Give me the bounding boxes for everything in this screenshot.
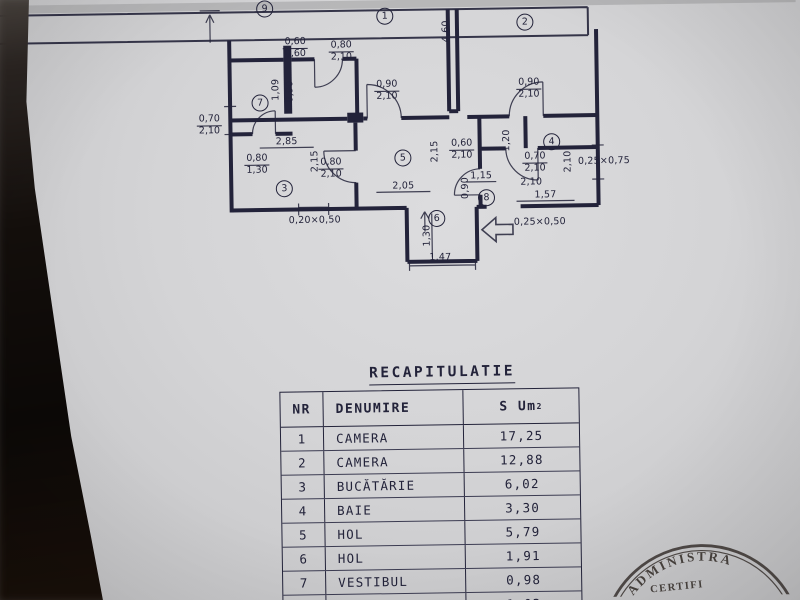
dimension-label: 0,25×0,50 [513, 216, 566, 228]
dimension-label: 1,57 [534, 189, 557, 201]
dimension-label: 1,09 [270, 78, 282, 101]
dimension-label: 2,10 [562, 150, 574, 173]
room-number-8: 8 [477, 189, 496, 207]
dimension-label: 1,15 [470, 170, 493, 182]
svg-text:UL ADMINISTRA: UL ADMINISTRA [609, 548, 736, 600]
table-cell: VESTIBUL [326, 593, 467, 600]
dimension-label: 1,47 [429, 251, 452, 264]
table-cell: HOL [325, 521, 466, 547]
table-cell: 1,03 [466, 591, 581, 600]
table-title: RECAPITULATIE [368, 363, 516, 386]
dimension-label: 0,90 [284, 80, 296, 103]
table-cell: 6 [282, 547, 326, 571]
dimension-label: 2,85 [275, 136, 298, 148]
table-cell: 0,98 [506, 571, 542, 588]
room-number-5: 5 [394, 149, 412, 167]
table-cell: VESTIBUL [326, 569, 467, 595]
table-cell: 7 [283, 571, 327, 595]
dimension-label: 1,30 [421, 224, 433, 247]
table-cell: CAMERA [324, 449, 465, 475]
dimension-label: 0,90 [459, 176, 472, 200]
room-number-9: 9 [256, 0, 274, 18]
dimension-label: 4,60 [440, 20, 452, 43]
table-cell: 8 [283, 595, 327, 600]
table-cell: 3,30 [505, 499, 541, 516]
header-area-sup: 2 [536, 401, 543, 411]
table-cell: 4 [281, 499, 326, 523]
room-number-4: 4 [543, 133, 561, 151]
dimension-label: 2,15 [429, 140, 441, 163]
dimension-label: 2,05 [392, 180, 415, 192]
room-number-2: 2 [516, 13, 534, 31]
dimension-label: 1,20 [500, 129, 513, 152]
table-cell: 17,25 [499, 427, 544, 444]
table-cell: 3 [281, 475, 325, 499]
table-cell: HOL [325, 545, 466, 571]
header-nr: NR [280, 392, 324, 427]
stamp-arc-text: UL ADMINISTRA [609, 548, 736, 600]
dimension-label: 0,20×0,50 [288, 214, 341, 227]
room-number-3: 3 [275, 180, 293, 198]
table-cell: 1 [280, 427, 325, 451]
header-name: DENUMIRE [323, 390, 464, 427]
table-cell: 12,88 [499, 451, 544, 468]
stamp-line-text: CERTIFI [650, 579, 705, 595]
table-cell: 5,79 [505, 523, 541, 540]
table-cell: CAMERA [323, 425, 465, 451]
table-cell: BAIE [324, 497, 466, 523]
room-number-7: 7 [251, 94, 269, 112]
table-cell: 6,02 [504, 475, 540, 492]
table-cell: BUCĂTĂRIE [324, 473, 465, 499]
table-cell: 5 [282, 523, 326, 547]
room-number-1: 1 [376, 7, 394, 25]
table-cell: 2 [281, 451, 325, 475]
header-area-label: S Um [499, 398, 537, 415]
dimension-label: 2,10 [520, 176, 543, 188]
table-cell: 1,91 [505, 547, 541, 564]
dimension-label: 0,25×0,75 [577, 155, 631, 167]
